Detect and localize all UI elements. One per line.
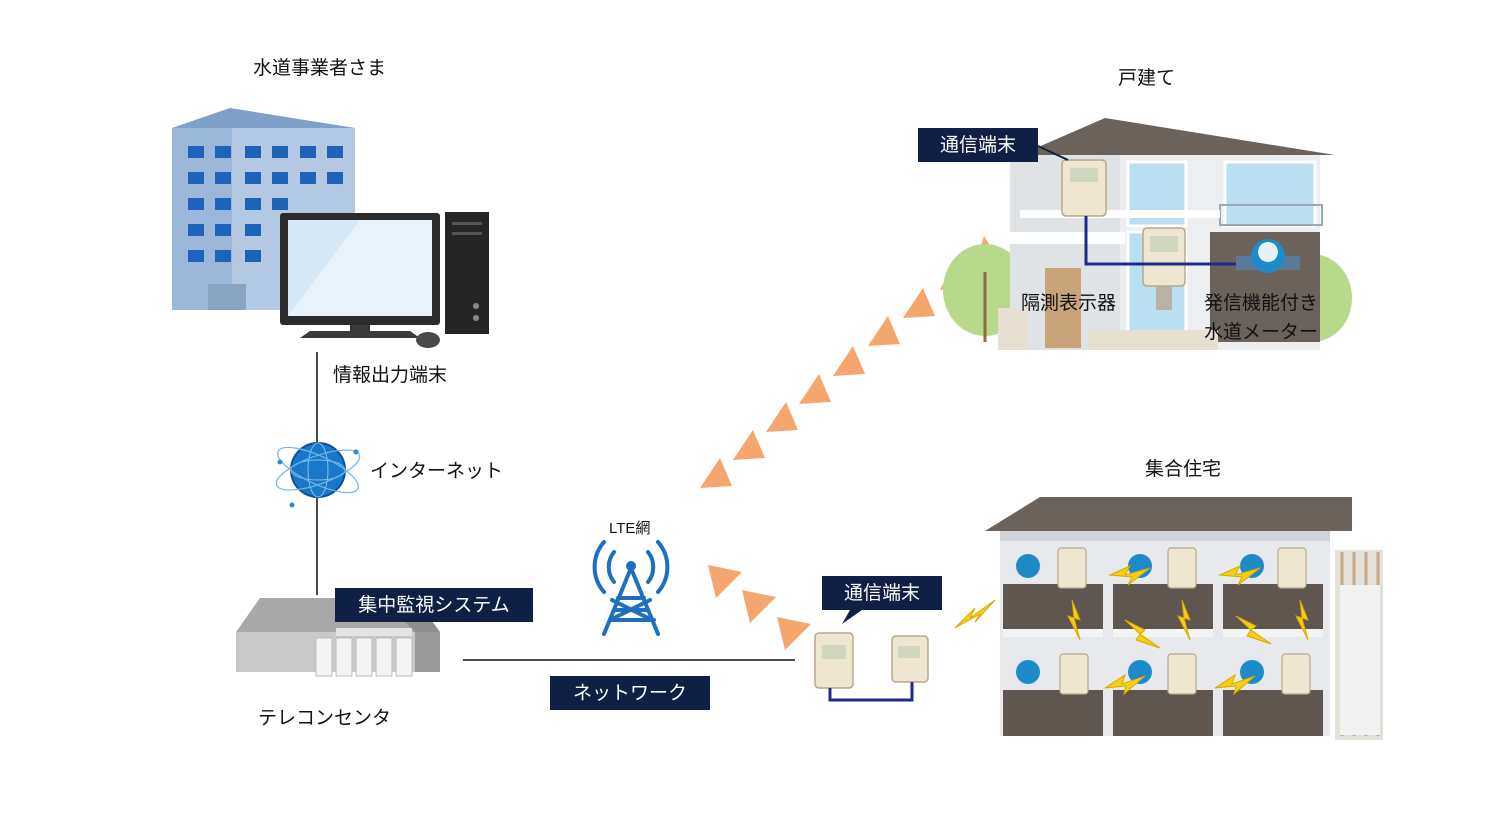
network-tag: ネットワーク (550, 676, 710, 710)
apartment-comm-terminal-tag: 通信端末 (822, 576, 942, 610)
house-wiring (1084, 216, 1236, 266)
water-utility-label: 水道事業者さま (253, 57, 387, 79)
meter-label-line2: 水道メーター (1204, 321, 1319, 343)
apartment-comm-terminal-icon (814, 632, 929, 702)
signal-arrows-to-apartment (708, 565, 811, 650)
info-terminal-label: 情報出力端末 (333, 364, 448, 386)
meter-label-line1: 発信機能付き (1204, 292, 1319, 314)
globe-icon (275, 442, 361, 508)
remote-display-label: 隔測表示器 (1021, 292, 1117, 314)
remote-display-device-icon (1142, 227, 1186, 310)
telecon-center-label: テレコンセンタ (258, 707, 392, 729)
apartment-label: 集合住宅 (1145, 458, 1222, 480)
apartment-meters (1016, 547, 1311, 695)
monitoring-system-tag: 集中監視システム (335, 588, 533, 622)
apartment-building-icon (985, 497, 1383, 740)
pc-tower-icon (445, 212, 489, 334)
water-meter-icon (1236, 239, 1300, 273)
lte-label: LTE網 (609, 520, 651, 537)
detached-house-label: 戸建て (1118, 67, 1176, 89)
house-comm-terminal-tag: 通信端末 (918, 128, 1038, 162)
lightning-bolt-icons (954, 564, 1309, 696)
comm-terminal-device-icon (1061, 159, 1107, 217)
computer-monitor-icon (280, 213, 440, 338)
lte-tower-icon (592, 540, 670, 636)
internet-label: インターネット (370, 460, 504, 482)
mouse-icon (416, 332, 440, 348)
